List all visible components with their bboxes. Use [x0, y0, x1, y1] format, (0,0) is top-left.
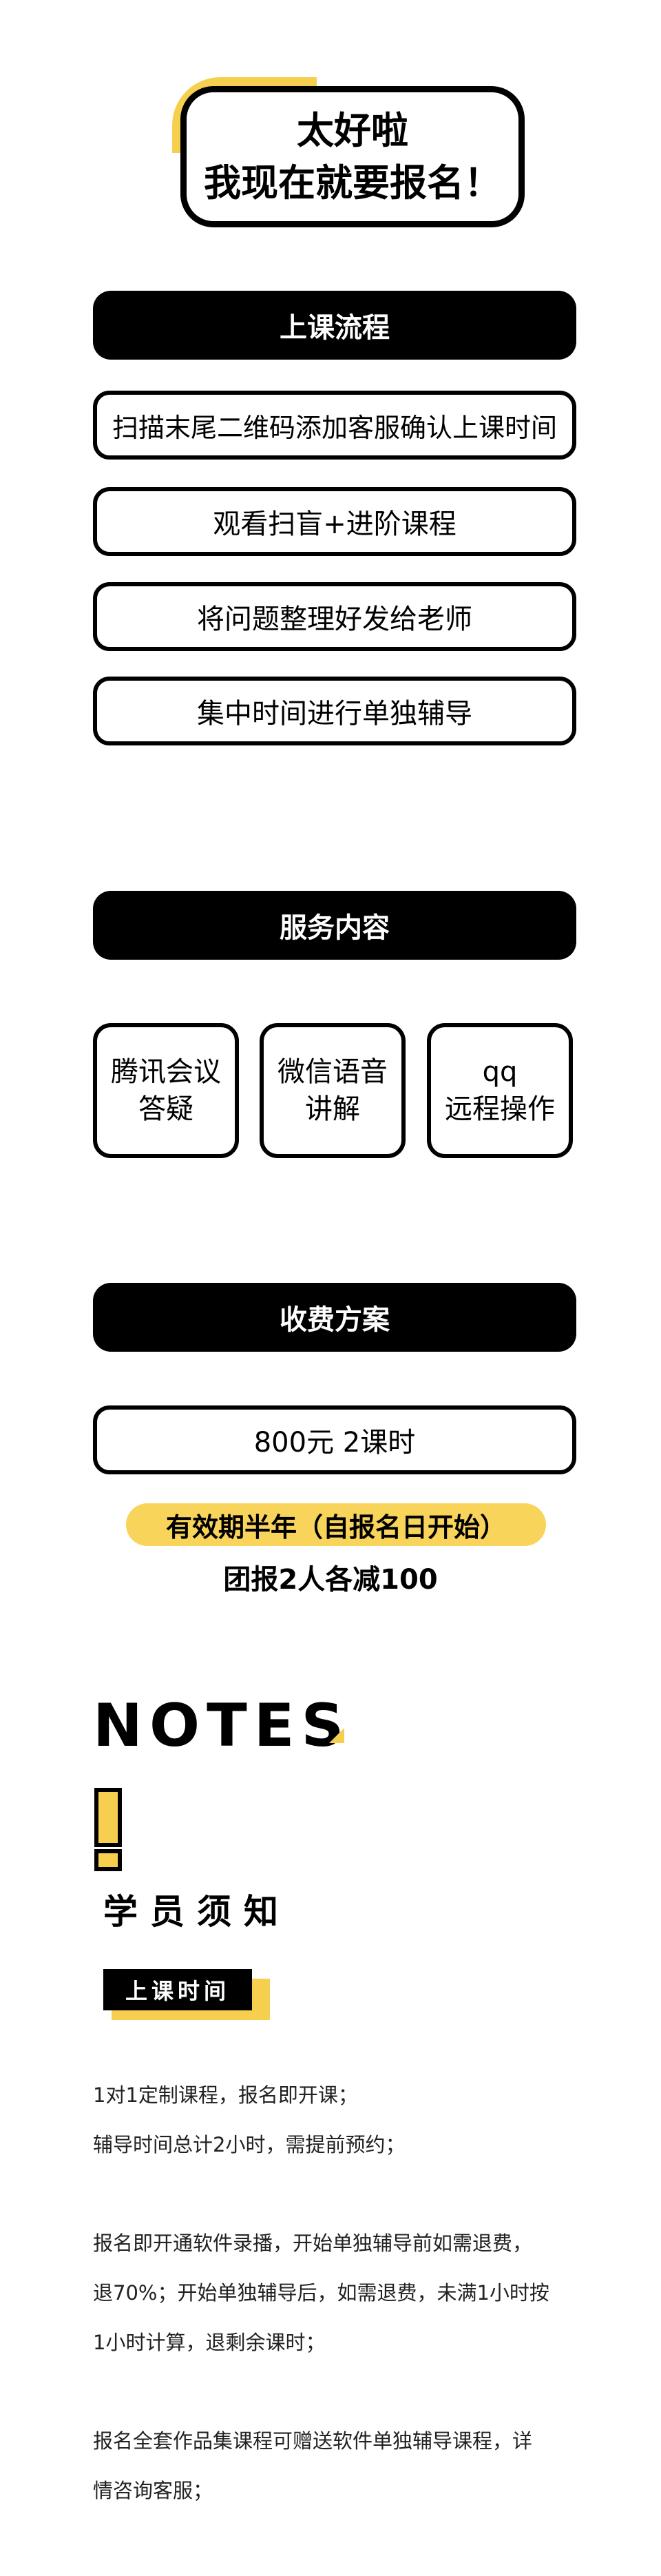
- header-line-2: 我现在就要报名！: [204, 161, 501, 205]
- notes-heading: NOTES: [93, 1691, 351, 1760]
- exclamation-icon: [93, 1788, 123, 1872]
- header-title-box: 太好啦 我现在就要报名！: [180, 86, 525, 227]
- notice-line: 1小时计算，退剩余课时；: [93, 2331, 326, 2354]
- notice-line: 辅导时间总计2小时，需提前预约；: [93, 2133, 406, 2156]
- service-section-title: 服务内容: [93, 891, 576, 960]
- notice-line: 报名全套作品集课程可赠送软件单独辅导课程，详: [93, 2429, 533, 2453]
- service-card-tencent-meeting: 腾讯会议 答疑: [93, 1023, 239, 1158]
- flow-step-2: 观看扫盲+进阶课程: [93, 487, 576, 556]
- notice-line: 情咨询客服；: [93, 2479, 213, 2502]
- flow-step-4: 集中时间进行单独辅导: [93, 677, 576, 745]
- service-card-line: 远程操作: [445, 1093, 555, 1125]
- flow-section-title: 上课流程: [93, 291, 576, 360]
- notice-line: 报名即开通软件录播，开始单独辅导前如需退费，: [93, 2232, 533, 2255]
- class-time-tag: 上课时间: [103, 1969, 252, 2010]
- service-card-line: 答疑: [138, 1093, 193, 1125]
- service-card-qq-remote: qq 远程操作: [427, 1023, 573, 1158]
- notice-title: 学员须知: [103, 1892, 291, 1932]
- fee-section-title: 收费方案: [93, 1283, 576, 1352]
- flow-step-1: 扫描末尾二维码添加客服确认上课时间: [93, 391, 576, 460]
- service-card-line: 微信语音: [277, 1056, 388, 1088]
- notice-line: 退70%；开始单独辅导后，如需退费，未满1小时按: [93, 2281, 549, 2305]
- service-card-line: qq: [482, 1056, 518, 1088]
- fee-validity-badge: 有效期半年（自报名日开始）: [126, 1503, 546, 1546]
- header-line-1: 太好啦: [297, 108, 408, 152]
- fee-group-discount: 团报2人各减100: [223, 1564, 438, 1596]
- notice-line: 1对1定制课程，报名即开课；: [93, 2083, 358, 2107]
- service-card-wechat-voice: 微信语音 讲解: [260, 1023, 406, 1158]
- notes-triangle-accent: [329, 1728, 344, 1743]
- service-card-line: 讲解: [305, 1093, 360, 1125]
- service-card-line: 腾讯会议: [111, 1056, 221, 1088]
- flow-step-3: 将问题整理好发给老师: [93, 582, 576, 651]
- fee-price: 800元 2课时: [93, 1405, 576, 1474]
